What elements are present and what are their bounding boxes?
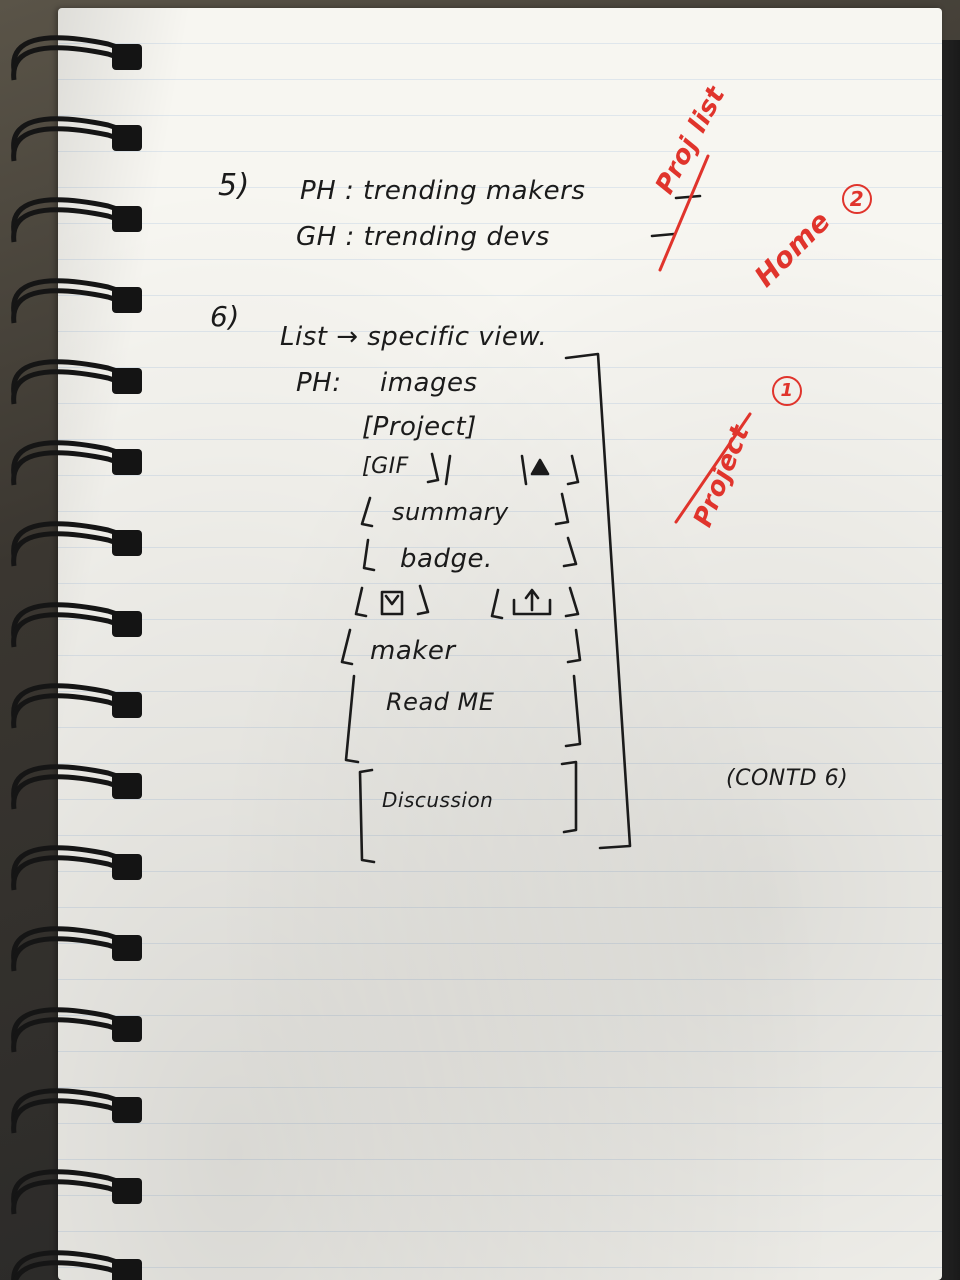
field-discussion: Discussion — [382, 788, 494, 812]
notebook-page — [58, 8, 942, 1280]
item5-line-ph: PH : trending makers — [300, 176, 586, 206]
item6-heading: List → specific view. — [280, 322, 548, 352]
field-maker: maker — [370, 636, 456, 666]
field-project: [Project] — [362, 412, 477, 442]
field-summary: summary — [392, 498, 509, 526]
red-note-project-number: 1 — [772, 376, 802, 406]
contd-note: (CONTD 6) — [726, 766, 849, 791]
field-badge: badge. — [400, 544, 493, 574]
item6-ph-prefix: PH: — [296, 368, 342, 398]
item5-line-gh: GH : trending devs — [296, 222, 550, 252]
field-gift: [GIF — [362, 454, 409, 479]
item5-number: 5) — [218, 168, 250, 203]
field-readme: Read ME — [386, 688, 495, 716]
item6-number: 6) — [210, 300, 240, 333]
field-images: images — [380, 368, 478, 398]
red-note-home-number: 2 — [842, 184, 872, 214]
